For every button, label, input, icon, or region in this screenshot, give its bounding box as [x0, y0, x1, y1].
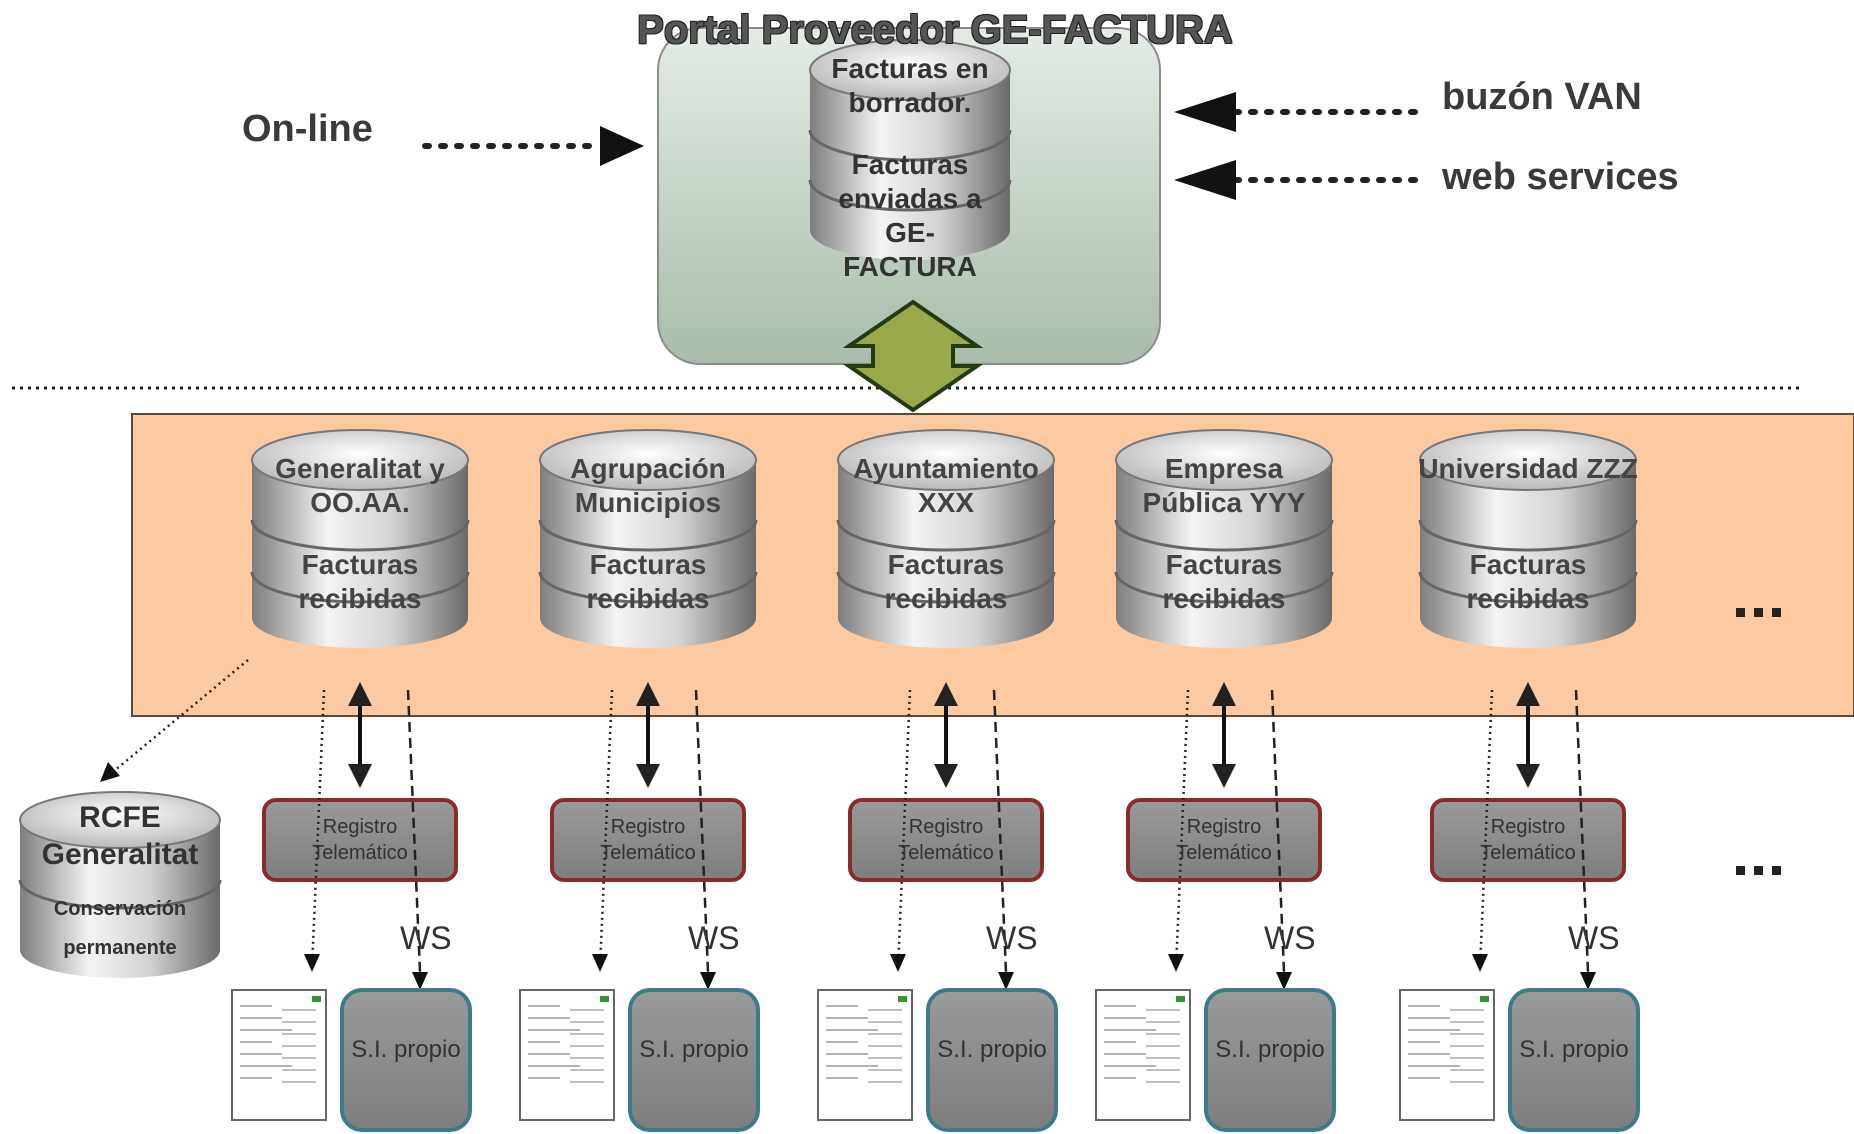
invoice-document-icon	[1399, 989, 1495, 1121]
document-arrow	[896, 689, 912, 969]
ws-label: WS	[688, 920, 740, 956]
si-label: S.I. propio	[937, 1036, 1047, 1063]
entity-name: Empresa Pública YYY	[1142, 453, 1306, 518]
si-box	[926, 988, 1058, 1132]
ws-label: WS	[1264, 920, 1316, 956]
registro-box	[1126, 798, 1322, 882]
document-arrowhead	[592, 954, 608, 972]
band-ellipsis-icon	[1736, 608, 1781, 617]
ws-label: WS	[400, 920, 452, 956]
si-label: S.I. propio	[351, 1036, 461, 1063]
entity-content: Facturas recibidas	[1162, 549, 1286, 614]
entity-name: Ayuntamiento XXX	[853, 453, 1039, 518]
online-label: On-line	[242, 108, 373, 150]
registro-ellipsis-icon	[1736, 866, 1781, 875]
entity-name: Agrupación Municipios	[570, 453, 726, 518]
rcfe-subtitle: Conservación permanente	[53, 898, 187, 959]
registro-box	[848, 798, 1044, 882]
si-box	[1204, 988, 1336, 1132]
portal-database-icon	[808, 39, 1012, 260]
entity-name: Universidad ZZZ	[1418, 453, 1638, 484]
online-arrowhead	[600, 126, 644, 166]
document-arrow	[310, 689, 326, 969]
entity-name: Generalitat y OO.AA.	[275, 453, 445, 518]
page-title: Portal Proveedor GE-FACTURA	[637, 8, 1233, 52]
van-label: buzón VAN	[1442, 76, 1642, 118]
invoice-document-icon	[1095, 989, 1191, 1121]
si-label: S.I. propio	[1519, 1036, 1629, 1063]
registro-label: Registro Telemático	[898, 816, 994, 864]
si-box	[1508, 988, 1640, 1132]
si-label: S.I. propio	[639, 1036, 749, 1063]
entity-database-icon	[836, 429, 1056, 648]
registro-label: Registro Telemático	[600, 816, 696, 864]
si-box	[628, 988, 760, 1132]
invoice-document-icon	[519, 989, 615, 1121]
ws-arrowhead	[1174, 160, 1236, 200]
si-label: S.I. propio	[1215, 1036, 1325, 1063]
document-arrowhead	[1472, 954, 1488, 972]
entity-database-icon	[538, 429, 758, 648]
document-arrow	[1174, 689, 1190, 969]
document-arrowhead	[1168, 954, 1184, 972]
entity-content: Facturas recibidas	[298, 549, 422, 614]
entity-database-icon	[1114, 429, 1334, 648]
invoice-document-icon	[817, 989, 913, 1121]
rcfe-title: RCFE Generalitat	[41, 801, 199, 871]
invoice-document-icon	[231, 989, 327, 1121]
ws-label: WS	[986, 920, 1038, 956]
entity-content: Facturas recibidas	[884, 549, 1008, 614]
entity-content: Facturas recibidas	[1466, 549, 1590, 614]
registro-box	[1430, 798, 1626, 882]
document-arrowhead	[890, 954, 906, 972]
registro-box	[550, 798, 746, 882]
si-arrowhead	[412, 972, 428, 990]
si-box	[340, 988, 472, 1132]
si-arrowhead	[700, 972, 716, 990]
portal-db-top-label: Facturas en borrador.	[831, 53, 989, 119]
si-arrowhead	[1580, 972, 1596, 990]
si-arrowhead	[1276, 972, 1292, 990]
registro-label: Registro Telemático	[1176, 816, 1272, 864]
entity-database-icon	[1418, 429, 1638, 648]
rcfe-arrow	[107, 659, 249, 777]
portal-exchange-arrow	[842, 299, 984, 413]
rcfe-database-icon	[18, 791, 222, 978]
document-arrow	[598, 689, 614, 969]
ws-label: web services	[1442, 156, 1679, 198]
document-arrow	[1478, 689, 1494, 969]
van-arrowhead	[1174, 92, 1236, 132]
portal-db-bottom-label: Facturas enviadas a GE-FACTURA	[838, 149, 982, 283]
si-arrowhead	[998, 972, 1014, 990]
entity-content: Facturas recibidas	[586, 549, 710, 614]
document-arrowhead	[304, 954, 320, 972]
registro-label: Registro Telemático	[1480, 816, 1576, 864]
registro-box	[262, 798, 458, 882]
registro-label: Registro Telemático	[312, 816, 408, 864]
entity-database-icon	[250, 429, 470, 648]
rcfe-arrowhead	[100, 762, 120, 782]
ws-label: WS	[1568, 920, 1620, 956]
